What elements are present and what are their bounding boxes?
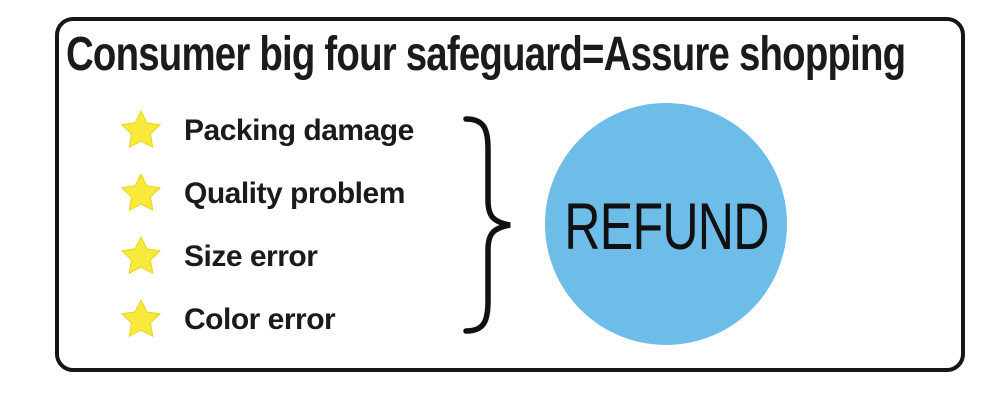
- list-item: Color error: [120, 299, 414, 341]
- star-icon: [120, 174, 162, 214]
- list-item-label: Packing damage: [184, 114, 414, 147]
- list-item: Packing damage: [120, 110, 414, 152]
- list-item: Size error: [120, 236, 414, 278]
- star-icon: [120, 300, 162, 340]
- safeguard-list: Packing damage Quality problem Size erro…: [120, 110, 414, 362]
- banner-title: Consumer big four safeguard=Assure shopp…: [66, 28, 906, 81]
- refund-label: REFUND: [563, 189, 769, 263]
- list-item-label: Quality problem: [184, 177, 405, 210]
- list-item-label: Color error: [184, 303, 336, 336]
- star-icon: [120, 111, 162, 151]
- list-item-label: Size error: [184, 240, 318, 273]
- star-icon: [120, 237, 162, 277]
- list-item: Quality problem: [120, 173, 414, 215]
- refund-badge: REFUND: [545, 103, 787, 345]
- rounded-border-frame: [55, 17, 965, 372]
- curly-brace-icon: [463, 116, 511, 334]
